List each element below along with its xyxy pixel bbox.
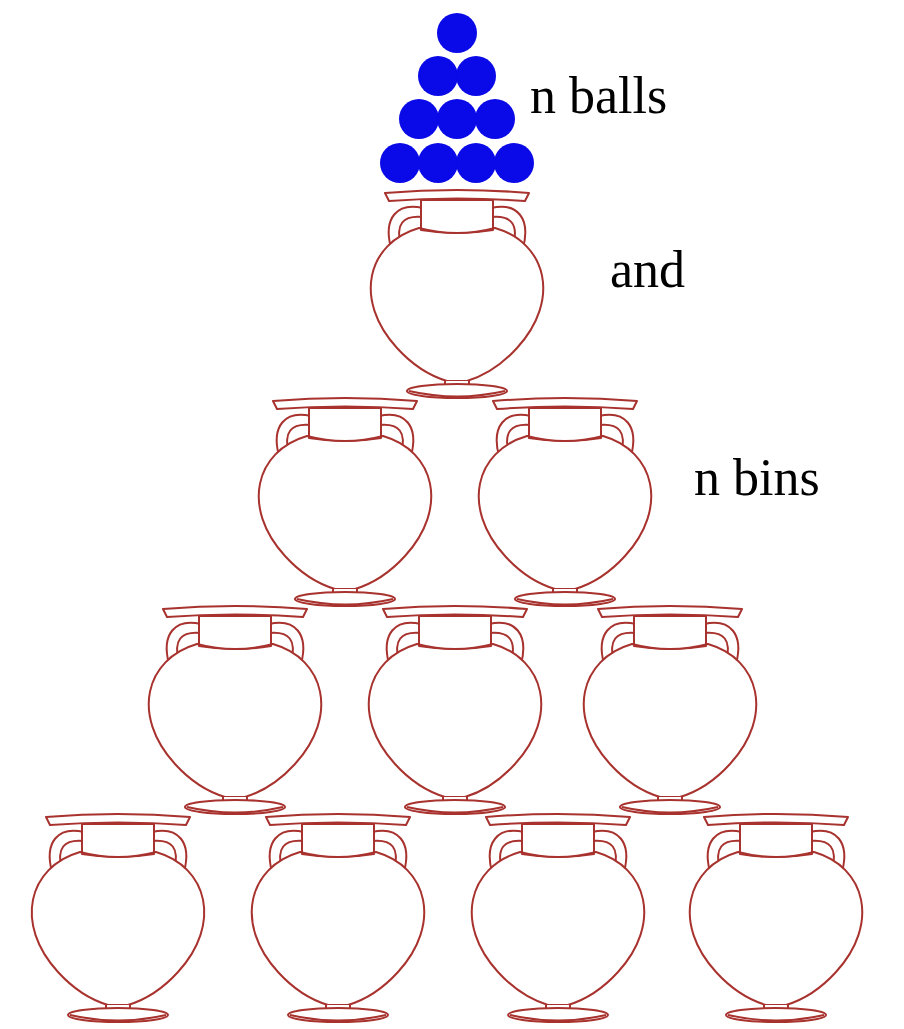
bin xyxy=(479,398,651,606)
bin-pyramid xyxy=(32,190,862,1022)
bin xyxy=(371,190,543,398)
ball-pyramid xyxy=(380,13,534,183)
bin xyxy=(252,814,424,1022)
bin xyxy=(149,606,321,814)
ball xyxy=(437,99,477,139)
annotation-label: n balls xyxy=(530,66,667,126)
ball xyxy=(456,143,496,183)
ball xyxy=(494,143,534,183)
ball xyxy=(418,56,458,96)
bin xyxy=(690,814,862,1022)
bin xyxy=(32,814,204,1022)
ball xyxy=(475,99,515,139)
bin xyxy=(259,398,431,606)
ball xyxy=(399,99,439,139)
ball xyxy=(418,143,458,183)
bin xyxy=(584,606,756,814)
ball xyxy=(456,56,496,96)
ball xyxy=(437,13,477,53)
annotation-label: n bins xyxy=(694,448,820,508)
annotation-label: and xyxy=(610,240,685,300)
bin xyxy=(369,606,541,814)
ball xyxy=(380,143,420,183)
bin xyxy=(472,814,644,1022)
